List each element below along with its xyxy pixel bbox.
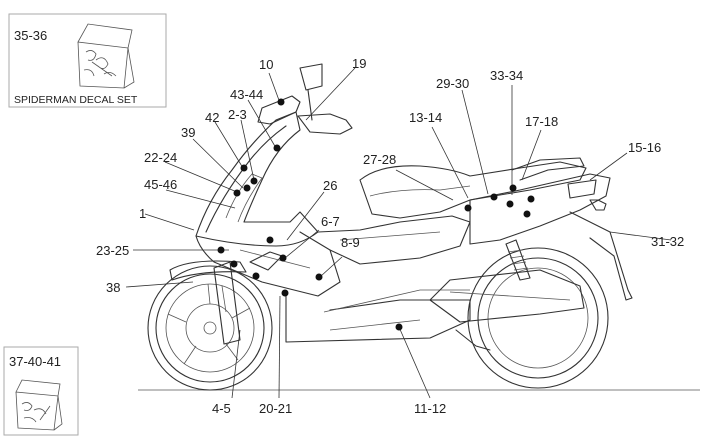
decal-point[interactable] [395, 323, 403, 331]
decal-pack-icon [77, 23, 135, 89]
decal-pack-icon [15, 379, 63, 431]
callout-label[interactable]: 31-32 [651, 234, 684, 249]
callout-label[interactable]: 38 [106, 280, 120, 295]
callout-label[interactable]: 19 [352, 56, 366, 71]
decal-point[interactable] [490, 193, 498, 201]
decal-point[interactable] [250, 177, 258, 185]
rear-wheel [467, 247, 609, 389]
callout-label[interactable]: 8-9 [341, 235, 360, 250]
callout-label[interactable]: 45-46 [144, 177, 177, 192]
callout-label[interactable]: 2-3 [228, 107, 247, 122]
callout-label[interactable]: 15-16 [628, 140, 661, 155]
callout-label[interactable]: 13-14 [409, 110, 442, 125]
decal-point[interactable] [277, 98, 285, 106]
decal-point[interactable] [523, 210, 531, 218]
kit-ref-label: 35-36 [14, 28, 47, 43]
decal-point[interactable] [315, 273, 323, 281]
decal-point[interactable] [509, 184, 517, 192]
decal-point[interactable] [252, 272, 260, 280]
callout-label[interactable]: 29-30 [436, 76, 469, 91]
callout-label[interactable]: 6-7 [321, 214, 340, 229]
callout-label[interactable]: 33-34 [490, 68, 523, 83]
callout-label[interactable]: 11-12 [414, 401, 446, 416]
decal-point[interactable] [240, 164, 248, 172]
callout-label[interactable]: 43-44 [230, 87, 263, 102]
callout-labels: 10 19 43-44 42 2-3 39 22-24 45-46 1 23-2… [96, 56, 684, 416]
decal-point[interactable] [233, 189, 241, 197]
decal-point[interactable] [279, 254, 287, 262]
callout-label[interactable]: 1 [139, 206, 146, 221]
leader-lines [125, 67, 672, 399]
decal-point[interactable] [464, 204, 472, 212]
kit-caption: SPIDERMAN DECAL SET [14, 94, 138, 106]
callout-label[interactable]: 42 [205, 110, 219, 125]
decal-dots [217, 98, 535, 331]
callout-label[interactable]: 20-21 [259, 401, 292, 416]
callout-label[interactable]: 4-5 [212, 401, 231, 416]
callout-label[interactable]: 26 [323, 178, 337, 193]
decal-point[interactable] [281, 289, 289, 297]
kit-ref-label: 37-40-41 [9, 354, 61, 369]
decal-point[interactable] [266, 236, 274, 244]
callout-label[interactable]: 10 [259, 57, 273, 72]
callout-label[interactable]: 23-25 [96, 243, 129, 258]
decal-point[interactable] [230, 260, 238, 268]
callout-label[interactable]: 22-24 [144, 150, 177, 165]
kit-box-lower[interactable]: 37-40-41 [3, 346, 79, 436]
front-wheel [147, 265, 273, 391]
decal-point[interactable] [506, 200, 514, 208]
decal-point[interactable] [217, 246, 225, 254]
callout-label[interactable]: 27-28 [363, 152, 396, 167]
scooter-drawing [147, 63, 633, 391]
decal-point[interactable] [527, 195, 535, 203]
callout-label[interactable]: 17-18 [525, 114, 558, 129]
callout-label[interactable]: 39 [181, 125, 195, 140]
kit-box-spiderman[interactable]: 35-36 SPIDERMAN DECAL SET [8, 13, 167, 108]
decal-point[interactable] [243, 184, 251, 192]
decal-point[interactable] [273, 144, 281, 152]
